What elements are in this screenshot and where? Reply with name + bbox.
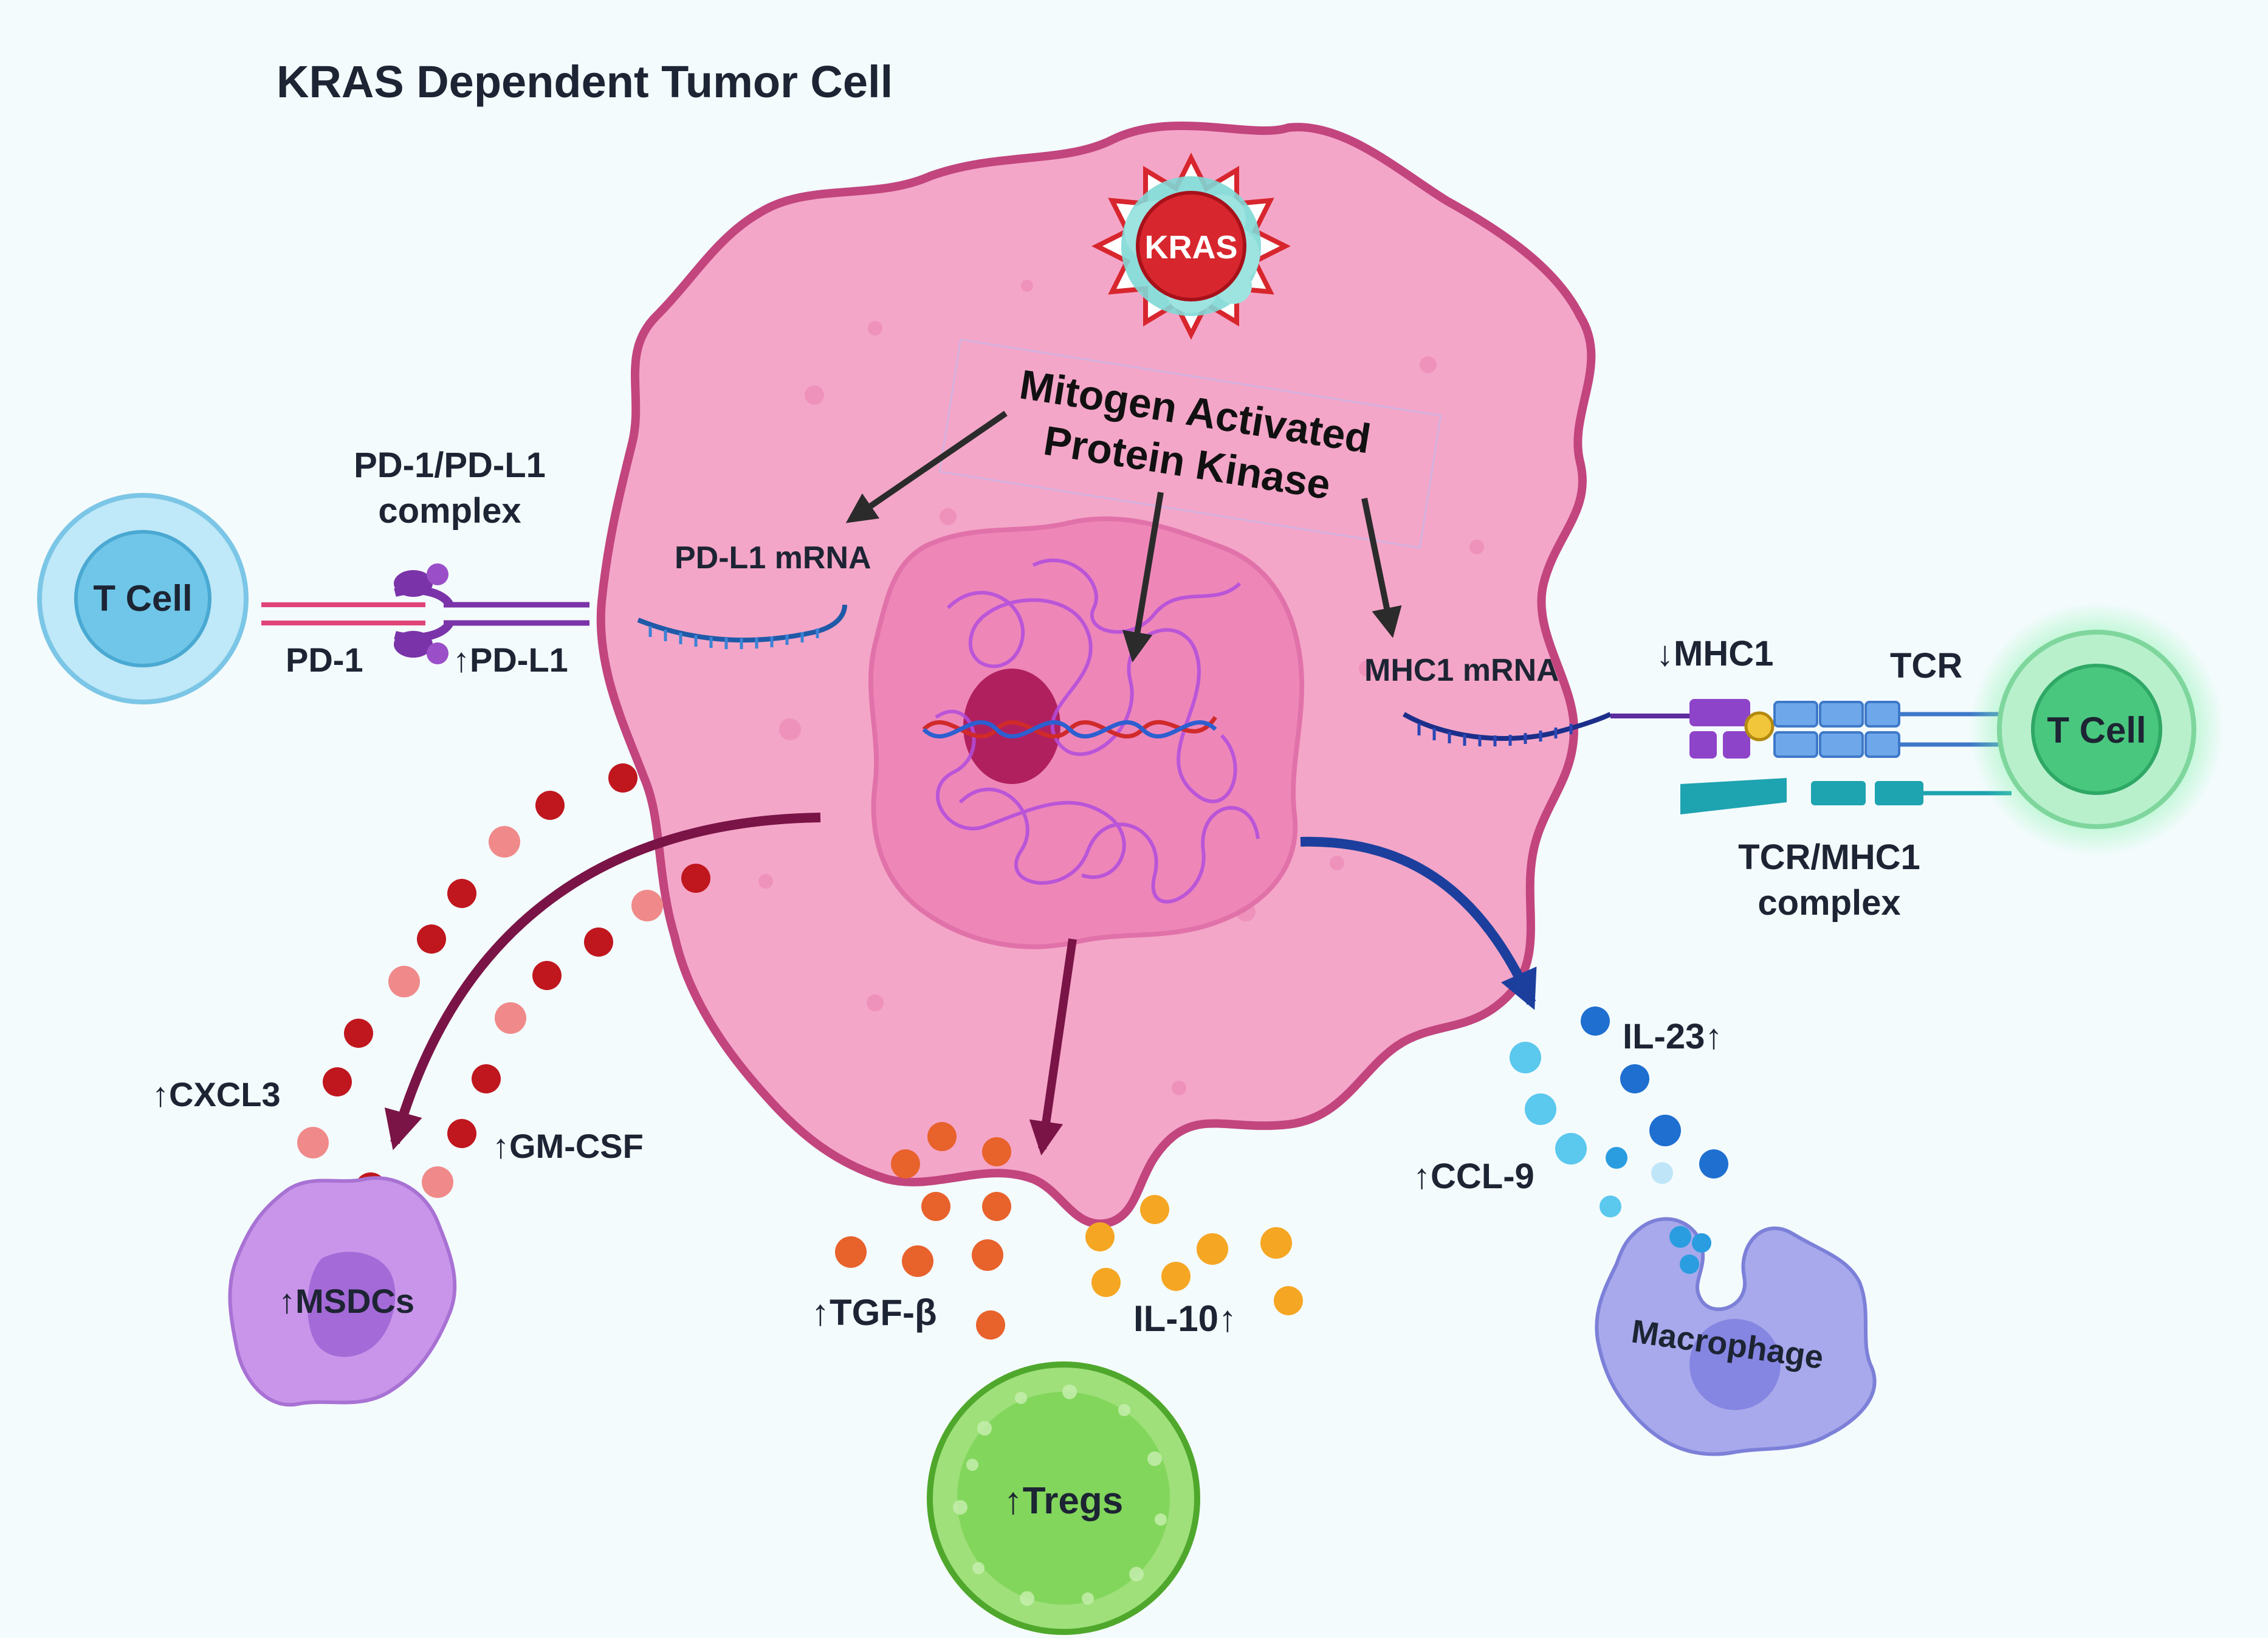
- arrow-to-macrophage: [1300, 836, 1537, 1010]
- tregs-label: ↑Tregs: [1004, 1480, 1123, 1522]
- dna-helix-icon: [922, 716, 1217, 739]
- tgf-beta-cytokine-dots: [835, 1122, 1011, 1340]
- msdcs-label: ↑MSDCs: [278, 1282, 414, 1320]
- tcr-mhc1-receptor-icon: [1610, 699, 2012, 814]
- arrow-mapk-to-pdl1: [845, 410, 1008, 523]
- macrophage-cell: Macrophage: [1595, 1217, 1877, 1456]
- ccl9-label: ↑CCL-9: [1413, 1157, 1534, 1196]
- mhc1-mrna-strand-icon: [1403, 712, 1612, 746]
- pd1-pdl1-complex-label-1: PD-1/PD-L1: [354, 446, 546, 485]
- mhc1-label: ↓MHC1: [1656, 634, 1773, 673]
- arrow-to-msdcs: [384, 813, 821, 1151]
- mhc1-mrna-label: MHC1 mRNA: [1364, 653, 1559, 688]
- il23-label: IL-23↑: [1623, 1017, 1722, 1056]
- t-cell-left-label: T Cell: [93, 578, 192, 619]
- nucleus: [868, 516, 1304, 949]
- t-cell-right: T Cell: [1969, 602, 2224, 857]
- nucleolus: [963, 669, 1060, 784]
- msdcs-cell: ↑MSDCs: [228, 1176, 457, 1407]
- arrow-mapk-to-mhc1: [1361, 497, 1402, 638]
- gm-csf-label: ↑GM-CSF: [492, 1127, 644, 1165]
- tgf-beta-label: ↑TGF-β: [811, 1292, 937, 1333]
- chromatin: [935, 558, 1260, 904]
- kras-node: KRAS: [1136, 191, 1246, 301]
- tcr-mhc1-complex-label-1: TCR/MHC1: [1738, 838, 1920, 877]
- pd1-label: PD-1: [286, 641, 363, 679]
- il10-label: IL-10↑: [1133, 1298, 1237, 1339]
- arrow-to-tregs: [1029, 938, 1077, 1156]
- t-cell-right-label: T Cell: [2047, 710, 2146, 751]
- pdl1-mrna-label: PD-L1 mRNA: [675, 540, 871, 576]
- arrow-mapk-to-nucleus: [1122, 492, 1164, 662]
- diagram-title: KRAS Dependent Tumor Cell: [277, 57, 893, 107]
- ccl9-il23-cytokine-dots: [1510, 1007, 1728, 1217]
- t-cell-left: T Cell: [37, 493, 249, 704]
- pdl1-label: ↑PD-L1: [453, 641, 568, 679]
- tcr-label: TCR: [1890, 646, 1962, 686]
- mapk-label-box: [938, 338, 1442, 549]
- pd1-pdl1-complex-label-2: complex: [378, 491, 521, 531]
- cxcl3-label: ↑CXCL3: [152, 1075, 281, 1113]
- cxcl3-gmcsf-cytokine-dots: [297, 763, 710, 1204]
- il10-cytokine-dots: [1085, 1195, 1303, 1315]
- pdl1-mrna-strand-icon: [637, 604, 847, 649]
- tregs-cell: ↑Tregs: [927, 1361, 1200, 1635]
- kras-label: KRAS: [1144, 229, 1237, 266]
- tcr-mhc1-complex-label-2: complex: [1758, 883, 1900, 923]
- pd1-pdl1-receptor-icon: [261, 563, 589, 664]
